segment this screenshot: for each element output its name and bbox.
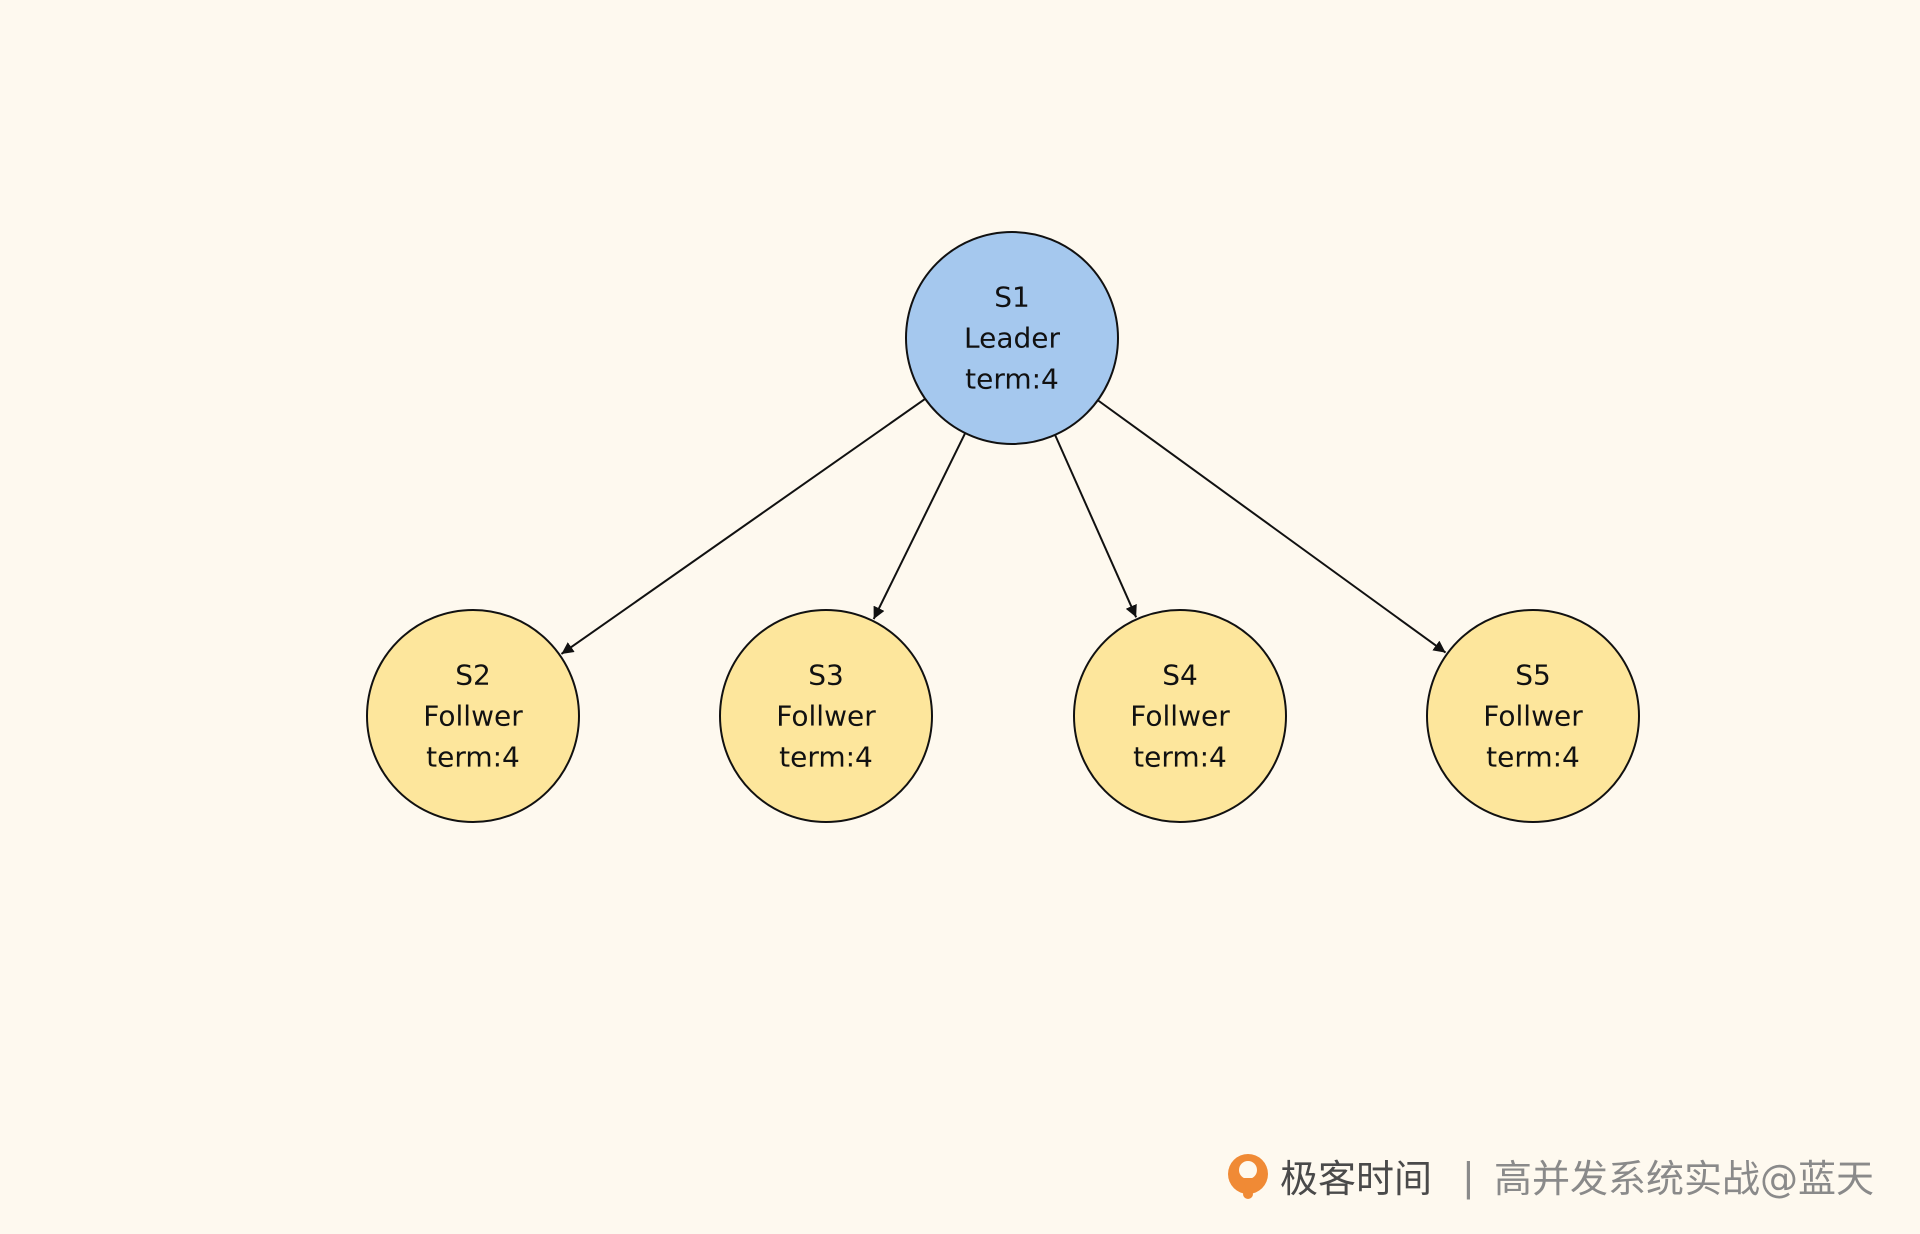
node-s3-label-1: Follwer <box>776 700 876 733</box>
watermark-separator: | <box>1462 1155 1475 1200</box>
node-s1-label-1: Leader <box>964 322 1060 355</box>
watermark-brand: 极客时间 <box>1280 1157 1432 1201</box>
edges-layer <box>560 398 1447 655</box>
node-s5-label-2: term:4 <box>1486 741 1580 774</box>
watermark-text: 高并发系统实战@蓝天 <box>1494 1157 1874 1201</box>
node-s2-label-1: Follwer <box>423 700 523 733</box>
edge-s1-s2 <box>560 398 926 655</box>
node-s4-circle <box>1073 609 1287 823</box>
geektime-logo-icon <box>1228 1154 1268 1199</box>
nodes-layer: S1Leaderterm:4S2Follwerterm:4S3Follwerte… <box>366 231 1640 823</box>
edge-s1-s4 <box>1054 434 1138 618</box>
edge-s1-s5 <box>1097 399 1447 654</box>
node-s4-label-2: term:4 <box>1133 741 1227 774</box>
edge-s1-s3 <box>872 432 967 620</box>
node-s4-label-0: S4 <box>1162 659 1198 692</box>
watermark: 极客时间 | 高并发系统实战@蓝天 <box>1228 1154 1874 1201</box>
node-s5-circle <box>1426 609 1640 823</box>
node-s5-label-1: Follwer <box>1483 700 1583 733</box>
node-s2-label-0: S2 <box>455 659 491 692</box>
node-s3-label-0: S3 <box>808 659 844 692</box>
node-s1-label-2: term:4 <box>965 363 1059 396</box>
node-s2-label-2: term:4 <box>426 741 520 774</box>
node-s1-circle <box>905 231 1119 445</box>
node-s2-circle <box>366 609 580 823</box>
node-s3-label-2: term:4 <box>779 741 873 774</box>
node-s1-label-0: S1 <box>994 281 1030 314</box>
node-s3-circle <box>719 609 933 823</box>
node-s4-label-1: Follwer <box>1130 700 1230 733</box>
node-s5-label-0: S5 <box>1515 659 1551 692</box>
